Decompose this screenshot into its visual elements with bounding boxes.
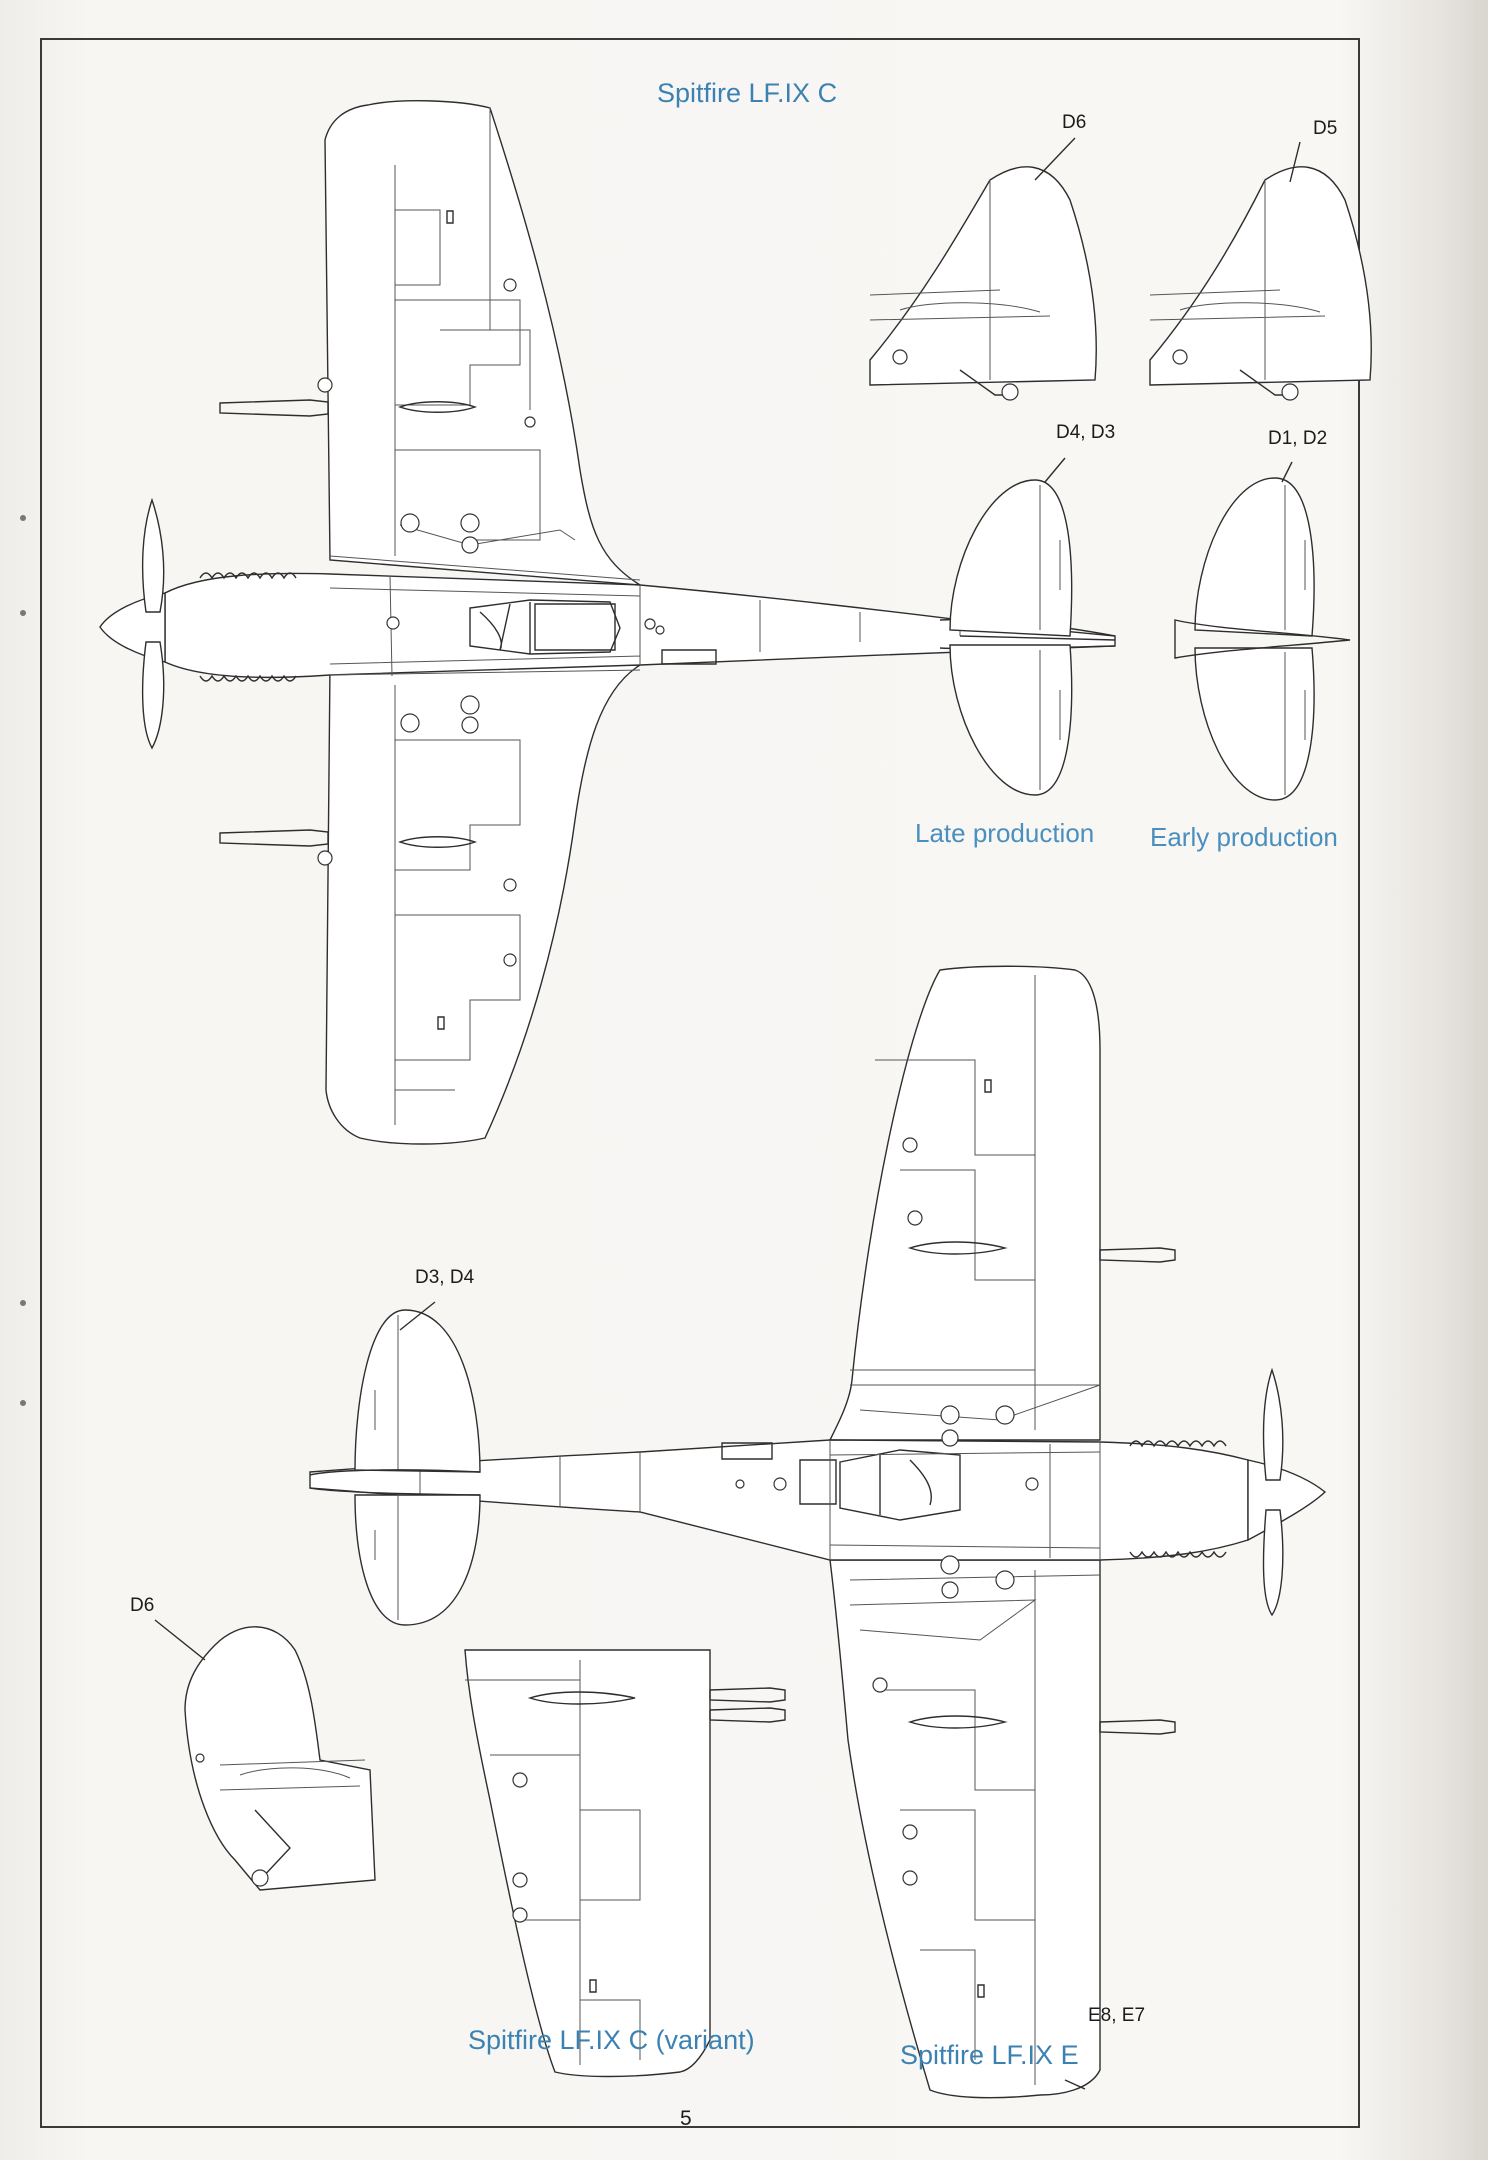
fin-side-view-bottom-d6	[185, 1627, 375, 1890]
fin-side-view-d5	[1150, 167, 1371, 400]
part-label-e8-e7: E8, E7	[1088, 2005, 1146, 2026]
tailplane-early-production	[1175, 478, 1350, 800]
note-late-production: Late production	[915, 818, 1095, 848]
page-number: 5	[680, 2107, 692, 2130]
note-early-production: Early production	[1150, 822, 1338, 852]
part-label-d3-d4: D3, D4	[415, 1267, 475, 1288]
part-label-d1-d2: D1, D2	[1268, 428, 1328, 449]
binder-hole-mark	[20, 1400, 26, 1406]
title-spitfire-lf-ix-c: Spitfire LF.IX C	[657, 78, 838, 108]
tailplane-late-production	[950, 480, 1115, 795]
variant-wing-detail	[465, 1650, 785, 2077]
bottom-aircraft-planform	[310, 966, 1325, 2097]
tailplane-bottom	[310, 1310, 480, 1625]
part-label-d6-top: D6	[1062, 112, 1087, 133]
title-spitfire-lf-ix-e: Spitfire LF.IX E	[900, 2040, 1079, 2070]
fin-side-view-d6	[870, 167, 1096, 400]
binder-hole-mark	[20, 515, 26, 521]
title-spitfire-lf-ix-c-variant: Spitfire LF.IX C (variant)	[468, 2025, 755, 2055]
part-label-d6-bottom: D6	[130, 1595, 155, 1616]
page-frame	[40, 38, 1360, 2128]
part-label-d4-d3: D4, D3	[1056, 422, 1116, 443]
binder-hole-mark	[20, 610, 26, 616]
top-aircraft-planform	[100, 101, 1115, 1144]
binder-hole-mark	[20, 1300, 26, 1306]
part-label-d5: D5	[1313, 118, 1338, 139]
